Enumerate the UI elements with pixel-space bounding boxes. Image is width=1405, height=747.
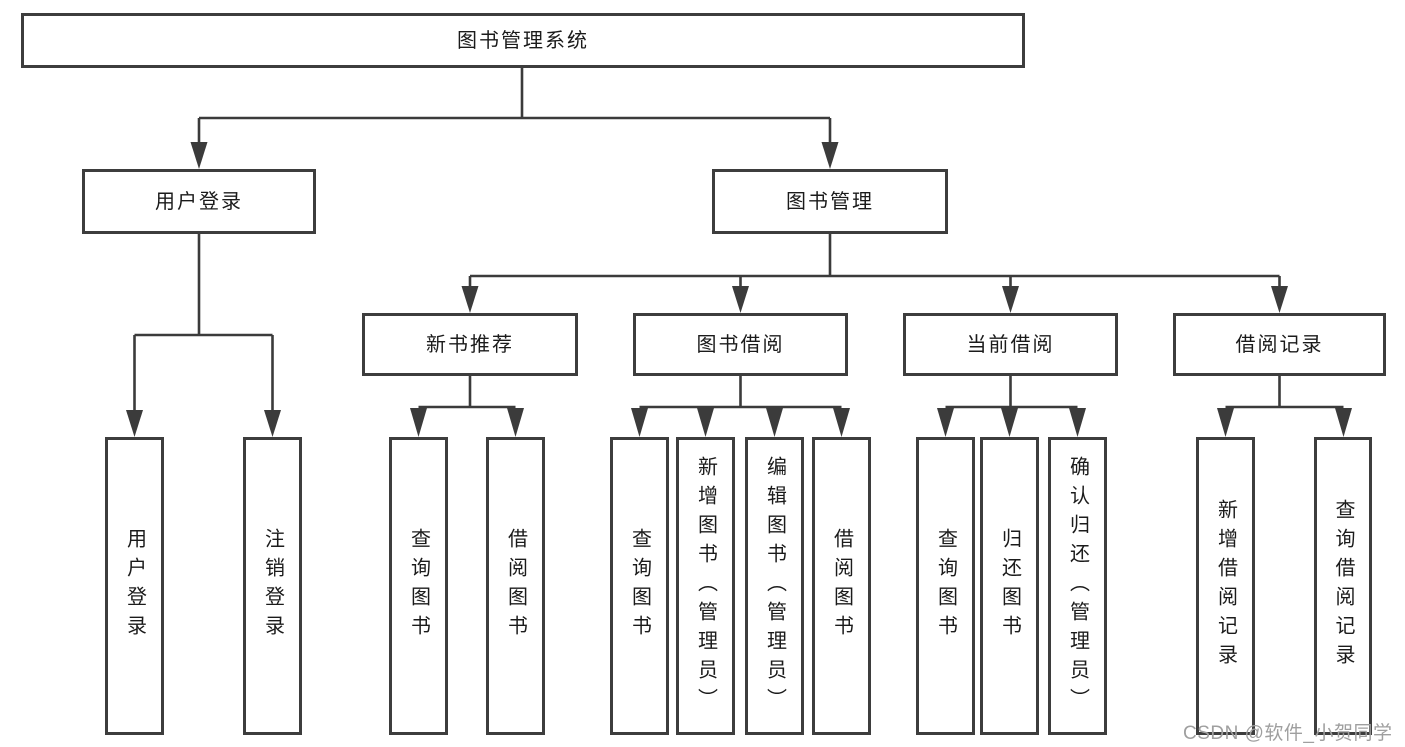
leaf-cb-confirm-return-admin: 确认归还（管理员） <box>1048 437 1107 735</box>
leaf-bb-add-books-admin: 新增图书（管理员） <box>676 437 735 735</box>
leaf-bb-borrow-books: 借阅图书 <box>812 437 871 735</box>
node-new-book-recommend: 新书推荐 <box>362 313 578 376</box>
leaf-cb-query-books: 查询图书 <box>916 437 975 735</box>
leaf-logout: 注销登录 <box>243 437 302 735</box>
leaf-bb-edit-books-admin: 编辑图书（管理员） <box>745 437 804 735</box>
leaf-cb-return-books: 归还图书 <box>980 437 1039 735</box>
node-borrow-records: 借阅记录 <box>1173 313 1386 376</box>
tree-edges <box>133 68 1344 413</box>
leaf-nbr-query-books: 查询图书 <box>389 437 448 735</box>
leaf-br-query-record: 查询借阅记录 <box>1314 437 1372 735</box>
node-root: 图书管理系统 <box>21 13 1025 68</box>
node-book-borrow: 图书借阅 <box>633 313 848 376</box>
leaf-nbr-borrow-books: 借阅图书 <box>486 437 545 735</box>
leaf-br-add-record: 新增借阅记录 <box>1196 437 1255 735</box>
node-book-management: 图书管理 <box>712 169 948 234</box>
leaf-user-login: 用户登录 <box>105 437 164 735</box>
watermark-text: CSDN @软件_小贺同学 <box>1183 723 1393 744</box>
node-user-login: 用户登录 <box>82 169 316 234</box>
node-current-borrow: 当前借阅 <box>903 313 1118 376</box>
arrowhead-icons <box>126 142 1352 437</box>
leaf-bb-query-books: 查询图书 <box>610 437 669 735</box>
